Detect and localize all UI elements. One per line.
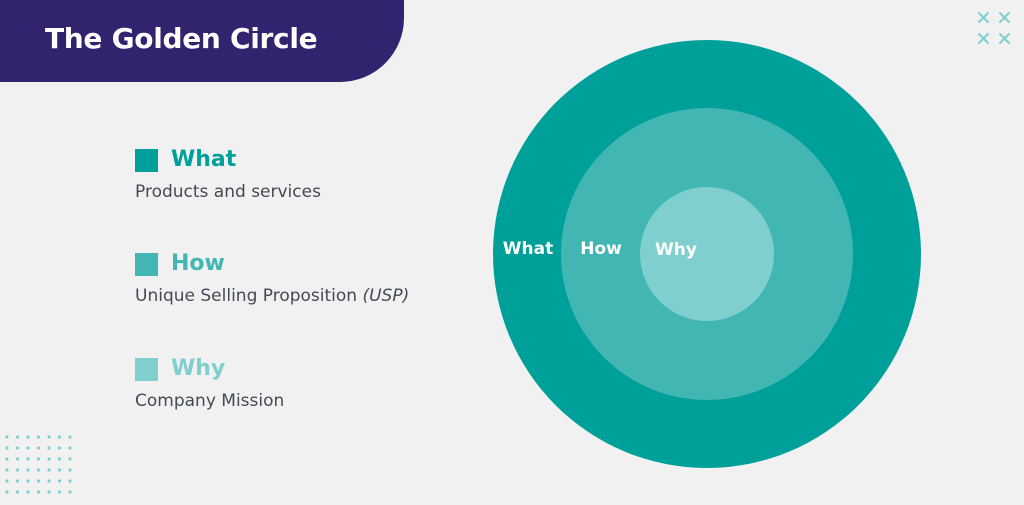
legend-label-why: Why xyxy=(171,356,226,381)
decorative-dot xyxy=(47,457,51,461)
decorative-dot xyxy=(36,479,41,483)
decorative-dot xyxy=(26,468,30,472)
decorative-dot xyxy=(57,479,62,483)
decorative-dot xyxy=(47,446,51,450)
x-pattern-icon xyxy=(978,12,1010,44)
decorative-dot xyxy=(5,468,9,472)
title-banner: The Golden Circle xyxy=(0,0,404,82)
decorative-dot xyxy=(15,435,20,439)
legend-description-what: Products and services xyxy=(135,182,321,202)
legend-item-how: How Unique Selling Proposition (USP) xyxy=(135,251,409,306)
decorative-dot xyxy=(57,446,62,450)
decorative-dot xyxy=(47,435,51,439)
decorative-dot xyxy=(36,435,41,439)
decorative-dot xyxy=(47,468,51,472)
decorative-dot xyxy=(15,479,20,483)
decorative-dot xyxy=(68,479,72,483)
decorative-dot xyxy=(57,457,62,461)
decorative-dot xyxy=(57,468,62,472)
decorative-dot xyxy=(68,490,72,494)
legend-swatch-why xyxy=(135,357,158,381)
legend-item-why: Why Company Mission xyxy=(135,356,284,411)
circle-label-why: Why xyxy=(655,240,697,260)
decorative-dot xyxy=(57,490,62,494)
page-title: The Golden Circle xyxy=(45,22,318,55)
decorative-dot xyxy=(57,435,62,439)
circle-label-what: What xyxy=(503,239,553,259)
legend-description-how: Unique Selling Proposition (USP) xyxy=(135,286,410,306)
legend-item-what: What Products and services xyxy=(135,147,321,202)
legend-label-how: How xyxy=(171,251,225,276)
decorative-dot xyxy=(26,479,30,483)
decorative-dot xyxy=(15,457,20,461)
decorative-dot xyxy=(26,457,30,461)
legend-swatch-what xyxy=(135,148,158,172)
decorative-dot xyxy=(47,479,51,483)
decorative-dot xyxy=(5,435,9,439)
decorative-dot xyxy=(68,468,72,472)
dot-grid-icon xyxy=(5,435,72,494)
legend-swatch-how xyxy=(135,252,158,276)
decorative-dot xyxy=(5,490,9,494)
decorative-dot xyxy=(36,490,41,494)
decorative-dot xyxy=(36,468,41,472)
decorative-dot xyxy=(68,435,72,439)
decorative-dot xyxy=(26,435,30,439)
decorative-dot xyxy=(15,490,20,494)
decorative-dot xyxy=(36,457,41,461)
decorative-dot xyxy=(15,446,20,450)
decorative-dot xyxy=(15,468,20,472)
legend-label-what: What xyxy=(171,147,237,172)
decorative-dot xyxy=(68,446,72,450)
legend-description-why: Company Mission xyxy=(135,391,285,411)
decorative-dot xyxy=(26,490,30,494)
decorative-dot xyxy=(5,457,9,461)
decorative-dot xyxy=(26,446,30,450)
circle-label-how: How xyxy=(580,239,622,259)
decorative-dot xyxy=(5,479,9,483)
decorative-dot xyxy=(47,490,51,494)
inner-circle-why xyxy=(640,187,774,321)
decorative-dot xyxy=(5,446,9,450)
decorative-dot xyxy=(36,446,41,450)
decorative-dot xyxy=(68,457,72,461)
